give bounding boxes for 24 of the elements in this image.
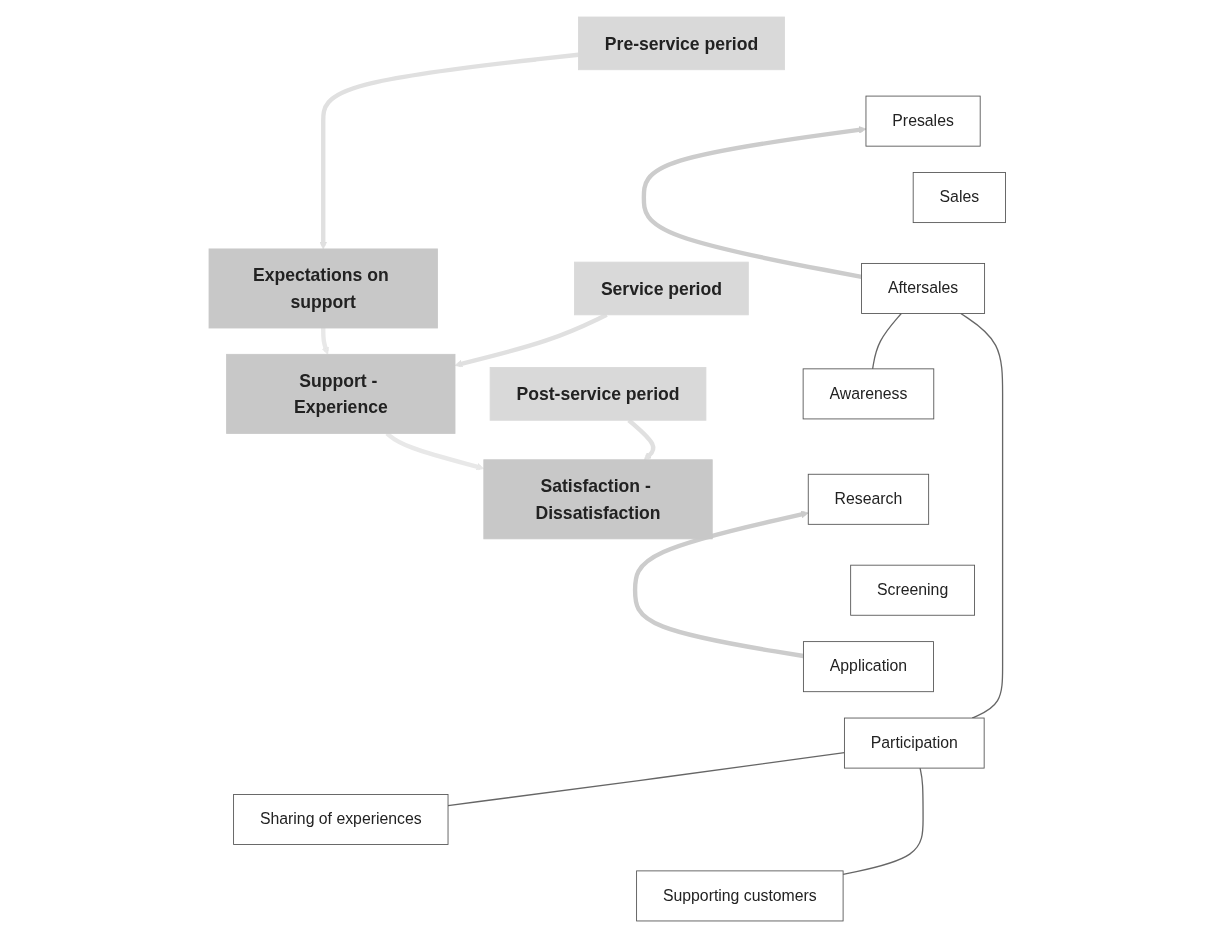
node-box: Pre-service period — [577, 16, 785, 71]
node-box: Post-service period — [489, 367, 707, 421]
node-box: Satisfaction - Dissatisfaction — [483, 459, 713, 540]
arrow — [320, 328, 329, 355]
node-box: Support - Experience — [225, 353, 456, 434]
node-box: Supporting customers — [635, 870, 844, 922]
arrow — [632, 510, 809, 659]
node-box: Application — [802, 641, 934, 693]
node-box: Aftersales — [860, 263, 985, 314]
arrow — [319, 52, 579, 250]
connector — [959, 312, 1003, 719]
connector — [842, 767, 924, 876]
node-box: Participation — [843, 717, 985, 769]
node-box: Service period — [573, 261, 749, 316]
node-box: Awareness — [802, 368, 934, 420]
arrow — [641, 126, 867, 279]
connector — [447, 751, 845, 807]
node-box: Sharing of experiences — [232, 794, 449, 845]
node-box: Screening — [849, 564, 975, 616]
node-box: Presales — [865, 95, 981, 147]
node-box: Research — [807, 473, 929, 525]
connector — [871, 312, 902, 370]
node-box: Sales — [912, 172, 1006, 224]
node-box: Expectations on support — [208, 248, 438, 329]
